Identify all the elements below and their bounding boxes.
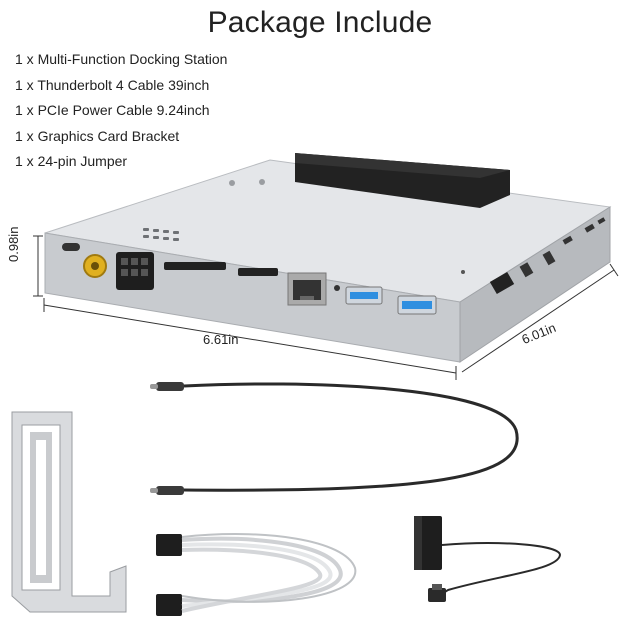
list-item: 1 x Graphics Card Bracket bbox=[15, 127, 180, 144]
docking-station-icon bbox=[44, 153, 612, 363]
pcie-slot-icon bbox=[295, 153, 510, 208]
usb-a-port-icon bbox=[397, 295, 437, 315]
list-item: 1 x PCIe Power Cable 9.24inch bbox=[15, 102, 210, 118]
thunderbolt-cable-icon bbox=[150, 382, 519, 495]
height-dimension-label: 0.98in bbox=[6, 226, 21, 262]
list-item: 1 x Thunderbolt 4 Cable 39inch bbox=[15, 76, 210, 93]
usb-a-port-icon bbox=[345, 286, 383, 305]
package-list: 1 x Multi-Function Docking Station 1 x T… bbox=[15, 48, 227, 176]
pcie-power-cable-icon bbox=[156, 533, 357, 616]
list-item: 1 x Multi-Function Docking Station bbox=[15, 51, 228, 67]
width-dimension-label: 6.61in bbox=[203, 332, 239, 347]
page-title: Package Include bbox=[207, 6, 433, 39]
24-pin-jumper-icon bbox=[414, 516, 562, 602]
list-item: 1 x 24-pin Jumper bbox=[15, 153, 128, 169]
ethernet-port-icon bbox=[287, 272, 327, 306]
graphics-card-bracket-icon bbox=[11, 411, 127, 613]
dimension-lines-icon bbox=[33, 235, 619, 380]
